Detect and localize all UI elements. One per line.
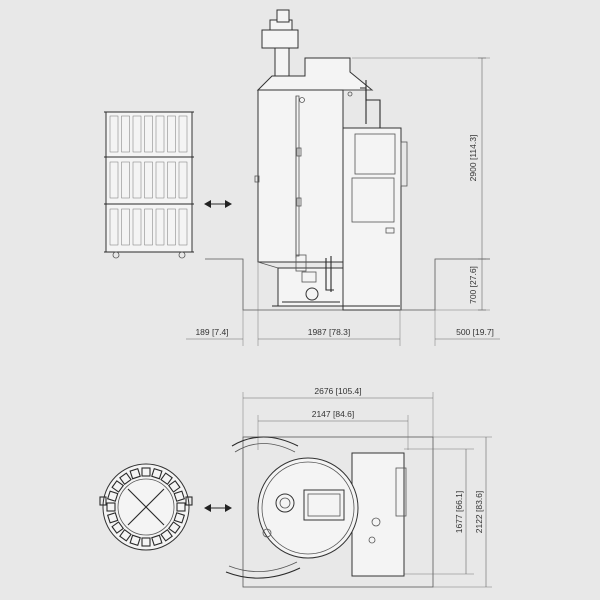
rack-bottle [155, 208, 165, 246]
rack-bottle [144, 161, 153, 199]
carousel-slot [141, 467, 151, 477]
carousel-slot [141, 537, 151, 547]
carousel-slot [151, 534, 163, 547]
rack-bottle [144, 115, 153, 153]
lid-swing-arc [231, 436, 299, 447]
rack-bottle [121, 161, 130, 199]
carousel-slot [119, 528, 132, 542]
rack-bottle [155, 161, 165, 199]
plan-view: 2676 [105.4] 2147 [84.6] 1677 [66.1] 212… [99, 386, 492, 588]
rack-bottle [144, 208, 153, 246]
dim-plan-inner-width: 2147 [84.6] [312, 409, 355, 419]
vent-pipe [360, 87, 381, 128]
cabinet-plan [351, 452, 405, 577]
dim-left-gap: 189 [7.4] [195, 327, 228, 337]
double-arrow-icon [204, 504, 232, 512]
main-tank [254, 89, 353, 269]
carousel-slot [106, 512, 119, 524]
rack-bottle [121, 115, 130, 153]
rack-bottle [167, 161, 176, 199]
carousel-slot [160, 472, 173, 486]
carousel-slot [129, 534, 141, 547]
rack-bottle [132, 115, 142, 153]
dim-height-total: 2900 [114.3] [468, 135, 478, 182]
rack-bottle [109, 115, 119, 153]
dim-machine-width: 1987 [78.3] [308, 327, 351, 337]
rack-bottle [132, 161, 142, 199]
dim-plan-outer-width: 2676 [105.4] [314, 386, 361, 396]
rack-bottle [132, 208, 142, 246]
height-dimensions: 2900 [114.3] 700 [27.6] [352, 57, 490, 311]
carousel-slot [151, 467, 163, 480]
carousel-slot [106, 502, 116, 512]
carousel-slot [111, 480, 125, 493]
drain-assembly [272, 254, 400, 307]
rack-bottle [178, 208, 188, 246]
drum-plan [257, 457, 359, 559]
dim-right-gap: 500 [19.7] [456, 327, 494, 337]
basket-carousel [99, 463, 193, 551]
rack-bottle [109, 208, 119, 246]
carousel-slot [167, 480, 181, 493]
rack-bottle [155, 115, 165, 153]
basket-rack [104, 111, 194, 259]
rack-bottle [121, 208, 130, 246]
dim-plan-outer-depth: 2122 [83.6] [474, 491, 484, 534]
lid-dome [256, 57, 374, 91]
carousel-slot [119, 472, 132, 486]
carousel-slot [160, 528, 173, 542]
rack-bottle [178, 161, 188, 199]
rack-bottle [167, 115, 176, 153]
carousel-slot [111, 521, 125, 534]
dim-height-pit: 700 [27.6] [468, 266, 478, 304]
carousel-slot [173, 490, 186, 502]
width-dimensions: 189 [7.4] 1987 [78.3] 500 [19.7] [186, 259, 500, 346]
carousel-slot [106, 490, 119, 502]
rack-bottle [167, 208, 176, 246]
rack-bottle [109, 161, 119, 199]
carousel-slot [173, 512, 186, 524]
carousel-slot [129, 467, 141, 480]
elevation-view: 2900 [114.3] 700 [27.6] 189 [7.4] 1987 [… [104, 9, 500, 346]
floor-pit-outline [205, 258, 490, 311]
rack-bottle [178, 115, 188, 153]
carousel-slot [167, 521, 181, 534]
control-cabinet [342, 127, 408, 311]
carousel-slot [176, 502, 186, 512]
double-arrow-icon [204, 200, 232, 208]
plan-footprint [242, 436, 434, 588]
motor-unit [261, 9, 299, 77]
dim-plan-inner-depth: 1677 [66.1] [454, 491, 464, 534]
